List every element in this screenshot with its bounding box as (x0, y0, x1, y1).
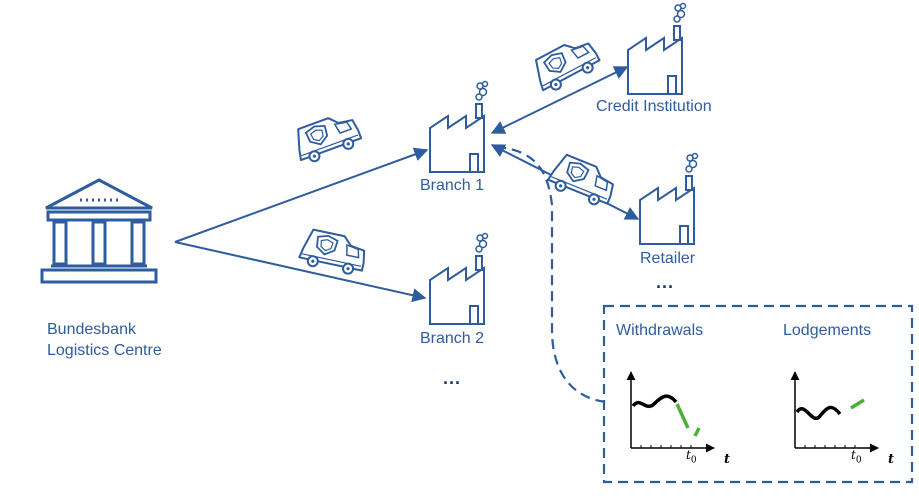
armored-truck-icon (527, 32, 604, 97)
withdrawals-forecast-line (675, 403, 701, 437)
armored-truck-icon (297, 226, 370, 278)
arrow-centre-to-branch2 (174, 241, 427, 303)
credit-institution-label: Credit Institution (596, 98, 712, 115)
retailer-label: Retailer (640, 250, 696, 267)
customers-ellipsis: ... (656, 272, 675, 292)
withdrawals-chart (626, 371, 715, 453)
lodgements-forecast-line (850, 398, 865, 410)
lodgements-history-line (795, 405, 842, 420)
withdrawals-history-line (631, 394, 678, 409)
forecast-panel (602, 304, 914, 484)
armored-truck-icon (289, 108, 365, 167)
withdrawals-t0-label: t0 (686, 448, 697, 466)
withdrawals-x-axis-label: t (724, 452, 731, 467)
lodgements-x-axis-label: t (888, 452, 895, 467)
retailer-factory-icon (639, 152, 699, 245)
branches-ellipsis: ... (443, 368, 462, 388)
lodgements-t0-label: t0 (851, 448, 862, 466)
armored-truck-icon (544, 150, 620, 211)
centre-label-line2: Logistics Centre (47, 342, 162, 359)
branch2-factory-icon (429, 232, 489, 325)
withdrawals-title: Withdrawals (616, 322, 704, 339)
branch1-factory-icon (429, 80, 489, 173)
arrow-centre-to-branch1 (174, 147, 429, 243)
forecast-connector-dashed (495, 145, 607, 404)
credit-institution-factory-icon (627, 2, 687, 95)
lodgements-chart (790, 371, 879, 453)
branch1-label: Branch 1 (420, 177, 485, 194)
bank-building-icon (40, 178, 158, 284)
centre-label-line1: Bundesbank (47, 321, 136, 338)
lodgements-title: Lodgements (783, 322, 872, 339)
arrow-branch1-credit-institution (490, 66, 629, 134)
branch2-label: Branch 2 (420, 330, 485, 347)
